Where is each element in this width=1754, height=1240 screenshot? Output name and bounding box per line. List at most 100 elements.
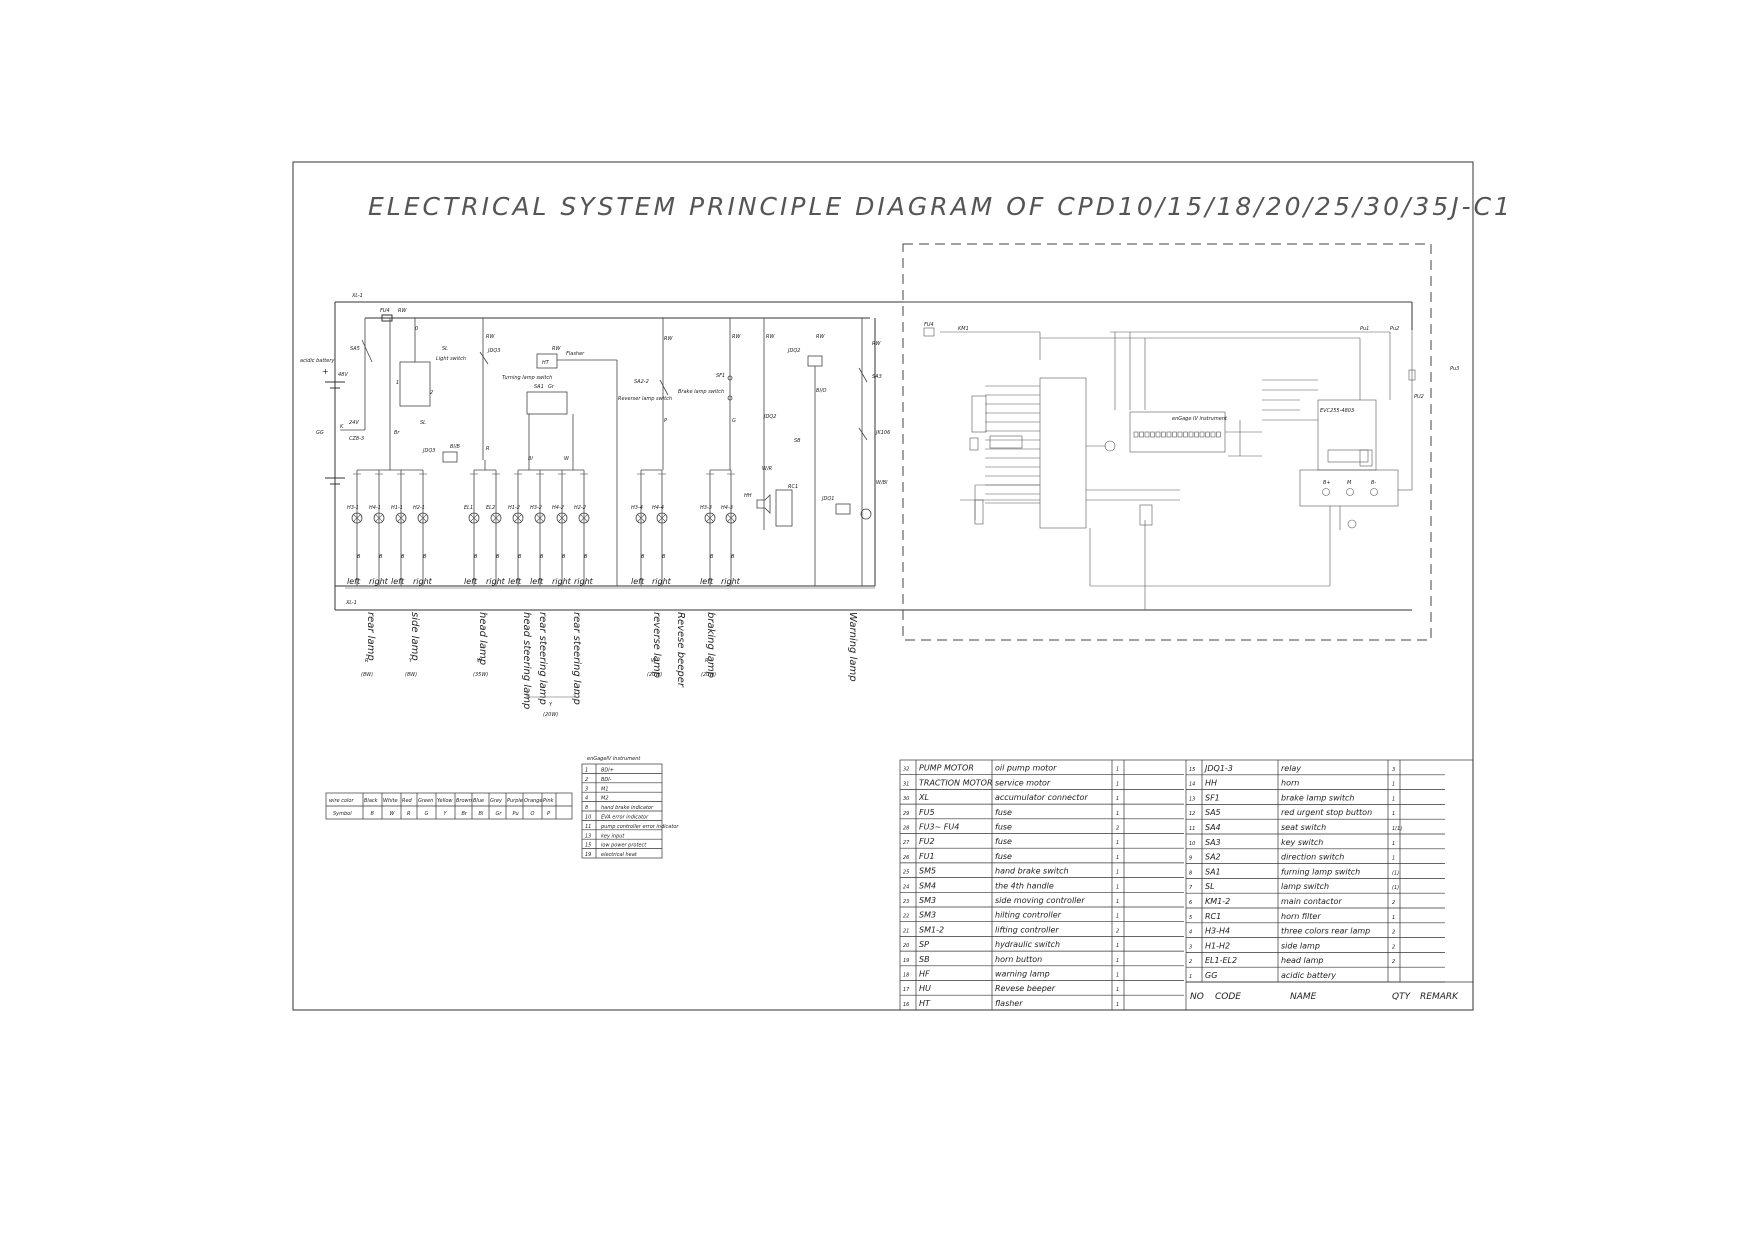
jk106-label: JK106 xyxy=(875,430,890,436)
lamp-wire: B xyxy=(662,554,666,560)
part-no: 22 xyxy=(903,914,909,920)
part-no: 18 xyxy=(903,973,909,979)
battery-voltage: 48V xyxy=(338,372,348,378)
part-no: 15 xyxy=(1189,767,1195,773)
side-resistor xyxy=(1408,369,1416,381)
part-code: HH xyxy=(1205,779,1217,788)
lamp-side: left xyxy=(464,577,478,586)
lamp-wire: B xyxy=(518,554,522,560)
wire-color-symbol: Br xyxy=(462,811,468,817)
horn-symbol xyxy=(756,494,771,514)
part-name: fuse xyxy=(995,837,1012,846)
part-name: key switch xyxy=(1281,838,1323,847)
sl-pos2: 2 xyxy=(430,390,433,396)
group-color: R xyxy=(705,658,708,664)
bl-o-label: Bl/O xyxy=(816,388,827,394)
sa1-desc: Turning lamp switch xyxy=(502,375,552,381)
gr-label: Gr xyxy=(548,384,555,390)
sa2-rw-label: RW xyxy=(664,336,673,342)
part-name: the 4th handle xyxy=(995,881,1054,890)
instrument-pin-name: BDI- xyxy=(601,777,612,783)
instrument-pin xyxy=(1161,431,1166,438)
power-unit xyxy=(1299,469,1399,507)
part-name: accumulator connector xyxy=(995,793,1088,802)
part-name: horn button xyxy=(995,955,1042,964)
instrument-pin-no: 2 xyxy=(585,777,588,783)
part-no: 30 xyxy=(903,796,909,802)
instrument-pin xyxy=(1155,431,1161,438)
fuse-fu4 xyxy=(381,314,393,322)
lamp-wire: B xyxy=(562,554,566,560)
connector-box-b xyxy=(969,437,979,451)
part-no: 13 xyxy=(1189,796,1195,802)
instrument-pin xyxy=(1205,431,1210,438)
r-wire-label: R xyxy=(486,446,489,452)
group-spec: (8W) xyxy=(361,672,373,678)
part-qty: 2 xyxy=(1392,930,1395,936)
light-switch-box xyxy=(399,361,431,407)
lamp-wire: B xyxy=(710,554,714,560)
part-name: service motor xyxy=(995,778,1051,787)
part-name: horn xyxy=(1281,779,1299,788)
lamp-code: H4-2 xyxy=(552,505,564,511)
pu-side-label: PU2 xyxy=(1414,394,1424,400)
instrument-pin-name: EVA error indicator xyxy=(601,815,649,821)
lamp-wire: B xyxy=(357,554,361,560)
part-name: lamp switch xyxy=(1281,882,1329,891)
part-no: 31 xyxy=(903,781,909,787)
part-code: HU xyxy=(919,984,931,993)
lamp-code: H1-1 xyxy=(391,505,403,511)
wire-color-cells: BlackBWhiteWRedRGreenGYellowYBrownBrBlue… xyxy=(364,793,557,819)
lamp-side: left xyxy=(700,577,714,586)
sa2-label: SA2-2 xyxy=(634,379,649,385)
wire-color-symbol: G xyxy=(425,811,429,817)
instrument-pin xyxy=(1139,431,1144,438)
part-code: SM4 xyxy=(919,881,936,890)
power-terminal xyxy=(1322,488,1330,496)
part-code: H1-H2 xyxy=(1205,941,1230,950)
instrument-pin xyxy=(1177,431,1183,438)
part-name: fuse xyxy=(995,852,1012,861)
part-no: 2 xyxy=(1189,959,1192,965)
parts-header-no: NO xyxy=(1190,992,1204,1002)
part-name: main contactor xyxy=(1281,897,1342,906)
part-name: hand brake switch xyxy=(995,867,1069,876)
part-code: PUMP MOTOR xyxy=(919,764,974,773)
encoder-box xyxy=(989,435,1023,449)
group-name: head steering lamp xyxy=(521,612,532,709)
motor-controller xyxy=(1039,377,1087,529)
part-qty: 2 xyxy=(1116,826,1119,832)
jdq2-coil-label: JDQ2 xyxy=(787,348,800,354)
part-name: horn filter xyxy=(1281,912,1321,921)
part-qty: 2 xyxy=(1116,928,1119,934)
instrument-pin xyxy=(1194,431,1199,438)
lamp-code: H2-1 xyxy=(413,505,425,511)
wire-color-name: Grey xyxy=(490,798,503,804)
horn-rc1 xyxy=(775,489,793,527)
lamp-side: right xyxy=(369,577,389,586)
part-qty: 1 xyxy=(1116,811,1119,817)
instrument-pin xyxy=(1183,431,1188,438)
wire-color-name: Green xyxy=(418,798,433,804)
wire-color-symbol: Pu xyxy=(513,811,519,817)
part-no: 19 xyxy=(903,958,909,964)
lamp-side: right xyxy=(652,577,672,586)
wire-color-name: Pink xyxy=(543,798,555,804)
instrument-pin-no: 11 xyxy=(585,824,591,830)
part-code: SA2 xyxy=(1205,853,1221,862)
part-no: 12 xyxy=(1189,811,1195,817)
